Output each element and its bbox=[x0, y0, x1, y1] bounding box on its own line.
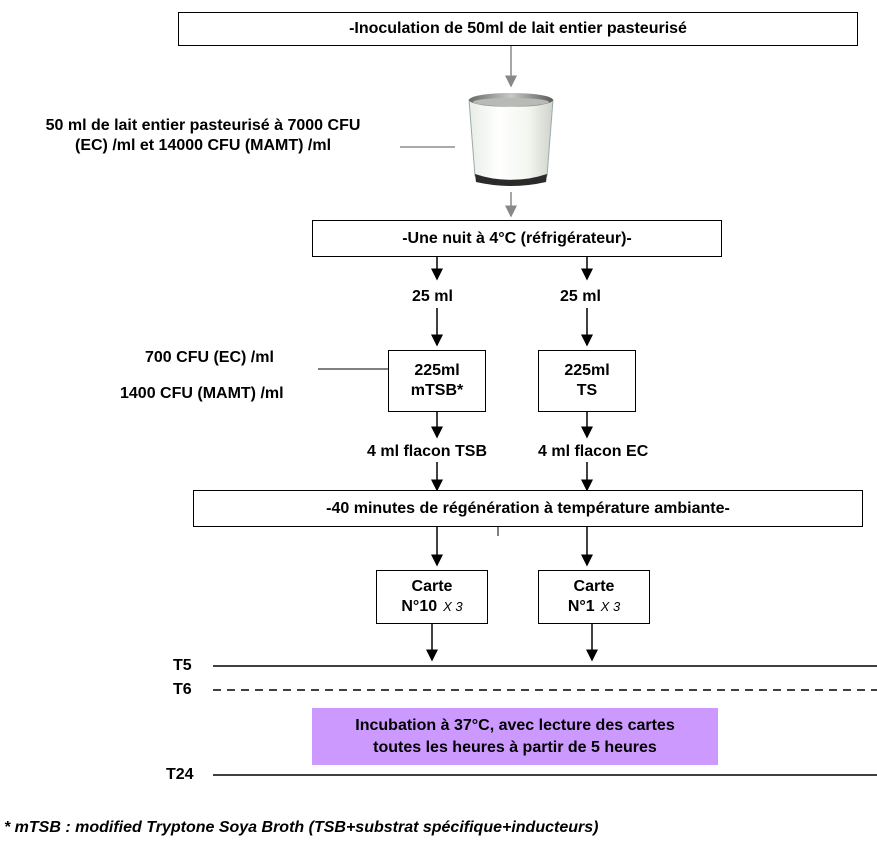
carte1-title: Carte bbox=[573, 578, 615, 595]
inoculation-box: -Inoculation de 50ml de lait entier past… bbox=[178, 12, 858, 46]
regeneration-box: -40 minutes de régénération à températur… bbox=[193, 490, 863, 527]
cfu-ec-label: 700 CFU (EC) /ml bbox=[145, 349, 274, 366]
mtsb-name: mTSB* bbox=[410, 382, 464, 399]
flacon-tsb-label: 4 ml flacon TSB bbox=[367, 443, 488, 460]
timeline-t6-label: T6 bbox=[173, 681, 192, 698]
mtsb-box: 225ml mTSB* bbox=[388, 350, 486, 412]
night-label: -Une nuit à 4°C (réfrigérateur)- bbox=[402, 229, 632, 247]
carte10-title: Carte bbox=[411, 578, 453, 595]
milk-label: 50 ml de lait entier pasteurisé à 7000 C… bbox=[6, 116, 400, 156]
ts-box: 225ml TS bbox=[538, 350, 636, 412]
inoculation-label: -Inoculation de 50ml de lait entier past… bbox=[349, 20, 687, 37]
incubation-line1: Incubation à 37°C, avec lecture des cart… bbox=[355, 716, 675, 734]
mtsb-volume: 225ml bbox=[414, 362, 460, 379]
carte10-box: Carte N°10 X 3 bbox=[376, 570, 488, 624]
cfu-mamt-label: 1400 CFU (MAMT) /ml bbox=[120, 385, 284, 402]
carte1-replicates: X 3 bbox=[600, 599, 621, 614]
carte1-box: Carte N°1 X 3 bbox=[538, 570, 650, 624]
ts-name: TS bbox=[576, 382, 598, 399]
volume-right-label: 25 ml bbox=[560, 288, 601, 305]
carte10-number-row: N°10 X 3 bbox=[401, 597, 462, 617]
carte1-number: N°1 bbox=[567, 598, 595, 615]
incubation-box: Incubation à 37°C, avec lecture des cart… bbox=[312, 708, 718, 765]
regeneration-label: -40 minutes de régénération à températur… bbox=[326, 499, 730, 517]
footnote: * mTSB : modified Tryptone Soya Broth (T… bbox=[4, 819, 599, 836]
ts-volume: 225ml bbox=[564, 362, 610, 379]
timeline-t5-label: T5 bbox=[173, 657, 192, 674]
milk-label-line1: 50 ml de lait entier pasteurisé à 7000 C… bbox=[45, 117, 361, 134]
carte10-number: N°10 bbox=[401, 598, 438, 615]
night-box: -Une nuit à 4°C (réfrigérateur)- bbox=[312, 220, 722, 257]
milk-glass-image bbox=[463, 90, 559, 190]
carte10-replicates: X 3 bbox=[443, 599, 463, 614]
flacon-ec-label: 4 ml flacon EC bbox=[538, 443, 649, 460]
carte1-number-row: N°1 X 3 bbox=[568, 597, 620, 617]
volume-left-label: 25 ml bbox=[412, 288, 453, 305]
timeline-t24-label: T24 bbox=[166, 766, 194, 783]
incubation-line2: toutes les heures à partir de 5 heures bbox=[373, 738, 657, 756]
milk-label-line2: (EC) /ml et 14000 CFU (MAMT) /ml bbox=[74, 137, 332, 154]
